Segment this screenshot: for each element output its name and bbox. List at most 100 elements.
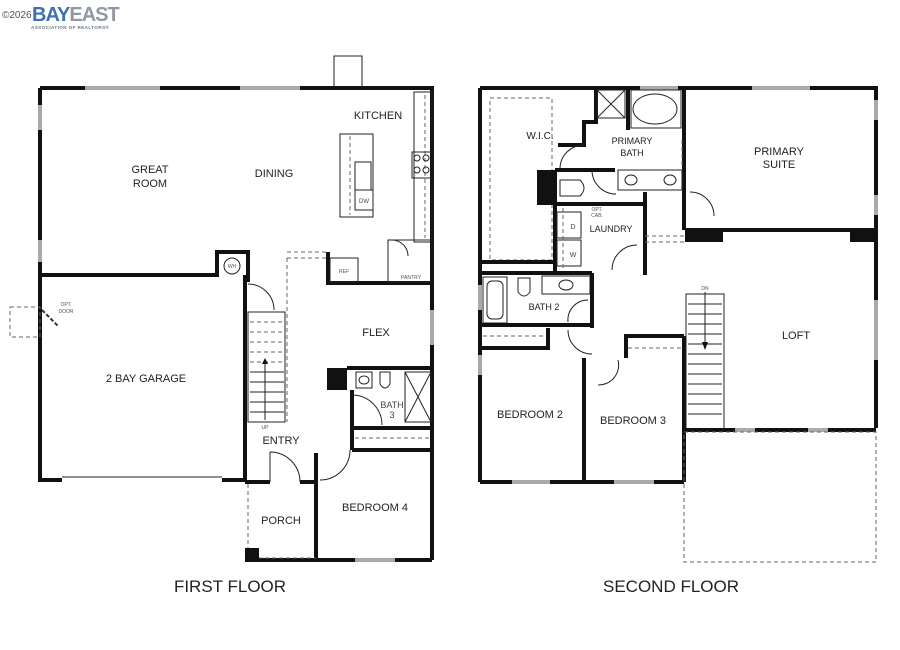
opt-door-label-2: DOOR [59, 309, 74, 315]
stair-arrow-head [262, 358, 268, 364]
room-label-bath3: BATH [380, 400, 403, 410]
burner [413, 166, 421, 174]
brand-bay: BAY [32, 4, 70, 26]
water-heater [223, 257, 241, 275]
basin [358, 375, 370, 385]
room-label-bath2: BATH 2 [529, 302, 560, 312]
room-label-primary-suite: PRIMARY [754, 146, 805, 158]
kitchen-island [339, 133, 374, 218]
bath2-door-swing [567, 299, 589, 323]
double-vanity [617, 169, 683, 191]
bathtub [630, 89, 682, 129]
brand-east: EAST [69, 4, 119, 26]
wall-bath-left [558, 88, 598, 147]
room-label-laundry: LAUNDRY [590, 224, 633, 234]
bath3-door-swing [351, 394, 383, 426]
dryer-label: D [570, 224, 575, 231]
room-label-dining: DINING [255, 168, 294, 180]
room-label-great-room-2: ROOM [133, 178, 167, 190]
second-floor-plan: W.I.C. PRIMARY BATH D W OPT. CAB. LAUNDR… [478, 86, 878, 596]
room-label-primary-bath-2: BATH [620, 148, 643, 158]
dryer [556, 211, 582, 239]
pantry-closet [387, 239, 433, 283]
burner [413, 154, 421, 162]
optional-door [41, 309, 59, 327]
front-door [269, 451, 301, 483]
vanity [541, 275, 591, 295]
sink [355, 371, 373, 389]
opt-door-label: OPT. [60, 302, 71, 308]
sink [558, 279, 574, 291]
room-label-garage: 2 BAY GARAGE [106, 373, 186, 385]
room-label-bedroom2: BEDROOM 2 [497, 409, 563, 421]
cooktop [411, 151, 433, 179]
second-floor-caption: SECOND FLOOR [603, 577, 739, 596]
toilet [379, 371, 391, 389]
copyright-text: ©2026 [2, 10, 32, 21]
washer-label: W [570, 252, 577, 259]
staircase [247, 311, 286, 423]
tub-basin [486, 280, 504, 320]
optional-door-pad [9, 306, 41, 338]
suite-door-swing [689, 191, 715, 217]
wall [624, 334, 684, 358]
room-label-loft: LOFT [782, 330, 810, 342]
exterior-bump [333, 55, 363, 89]
brand-wordmark: BAYEAST [32, 4, 120, 27]
stair-treads [250, 321, 284, 413]
wall-block [850, 228, 876, 242]
stair-arrow-head [702, 342, 708, 350]
first-floor-caption: FIRST FLOOR [174, 577, 286, 596]
wc-door-swing [591, 169, 617, 195]
room-label-great-room: GREAT [131, 164, 168, 176]
first-floor-plan: DW WH REF PANTRY OPT. DOOR [9, 55, 434, 596]
pantry-door-swing [391, 239, 409, 257]
porch-column [245, 548, 259, 562]
dishwasher-label: DW [359, 199, 369, 205]
burner [422, 154, 430, 162]
opt-cab-label: OPT. [591, 207, 602, 213]
refrigerator [329, 257, 359, 283]
closet-door-swing [247, 283, 275, 311]
shower-x [596, 89, 626, 119]
wall-great-garage [40, 250, 250, 282]
stairs-down-label: DN [701, 286, 709, 292]
toilet [517, 277, 531, 297]
bedroom4-door-swing [319, 449, 351, 481]
wall-garage-left [38, 275, 62, 482]
laundry-door-swing [611, 244, 638, 271]
toilet [559, 179, 585, 197]
room-label-entry: ENTRY [262, 435, 300, 447]
bedroom3-door-swing [597, 359, 620, 386]
shower-x [404, 371, 432, 423]
room-label-primary-suite-2: SUITE [763, 159, 795, 171]
shower [404, 371, 432, 423]
bedroom2-door-swing [567, 329, 593, 355]
dishwasher [354, 189, 374, 211]
pantry-label: PANTRY [401, 275, 421, 281]
room-label-flex: FLEX [362, 327, 390, 339]
tub-basin [632, 93, 678, 125]
stairs-up-label: UP [262, 425, 270, 431]
water-heater-label: WH [228, 264, 237, 270]
room-label-primary-bath: PRIMARY [612, 136, 653, 146]
washer [556, 239, 582, 267]
wic-door-swing [559, 144, 585, 169]
sink [663, 174, 677, 186]
wall-block [327, 368, 347, 390]
room-label-wic: W.I.C. [526, 131, 553, 142]
room-label-bath3-2: 3 [389, 410, 394, 420]
refrigerator-label: REF [339, 269, 349, 275]
bayeast-logo: ©2026 BAYEAST ASSOCIATION OF REALTORS® [2, 4, 152, 34]
room-label-kitchen: KITCHEN [354, 110, 402, 122]
burner [422, 166, 430, 174]
opt-cab-label-2: CAB. [591, 213, 603, 219]
sink [354, 161, 372, 191]
room-label-bedroom3: BEDROOM 3 [600, 415, 666, 427]
sink [624, 174, 638, 186]
brand-subtitle: ASSOCIATION OF REALTORS® [31, 25, 110, 30]
wall [480, 328, 550, 350]
wall-block [685, 228, 723, 242]
wall-block [537, 170, 557, 205]
